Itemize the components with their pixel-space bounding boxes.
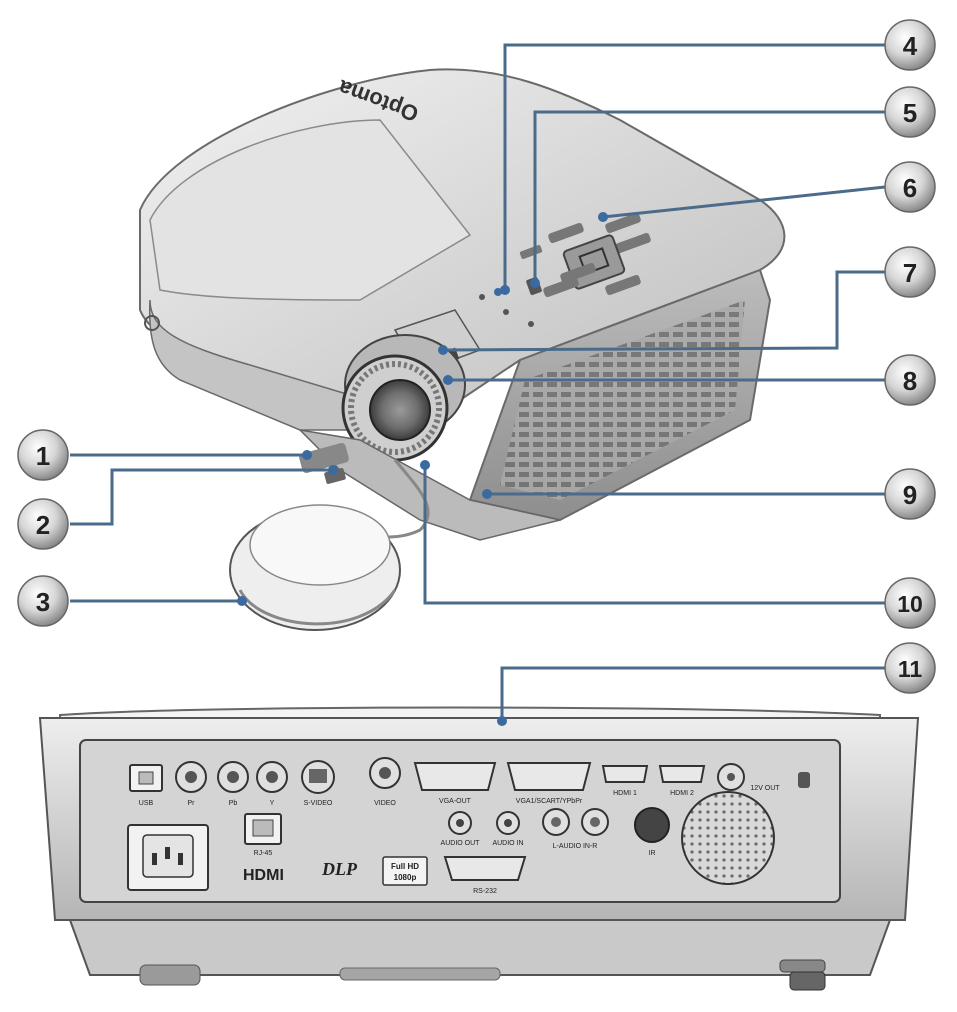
svg-text:9: 9 [903, 480, 917, 510]
pb-label: Pb [229, 800, 238, 807]
dlp-logo: DLP [321, 859, 358, 879]
usb-label: USB [139, 800, 154, 807]
projector-rear-view: USB Pr Pb Y S-VIDEO VIDEO VGA-OUT VGA1/S… [40, 708, 918, 991]
svg-text:2: 2 [36, 510, 50, 540]
ir-sensor [635, 808, 669, 842]
full-hd-line1: Full HD [391, 862, 419, 871]
callout-2: 2 [18, 499, 68, 549]
audio-out-label: AUDIO OUT [441, 840, 481, 847]
callout-3: 3 [18, 576, 68, 626]
svideo-label: S-VIDEO [304, 800, 333, 807]
svg-text:1: 1 [36, 441, 50, 471]
callout-10: 10 [885, 578, 935, 628]
callout-11: 11 [885, 643, 935, 693]
full-hd-line2: 1080p [394, 873, 417, 882]
lens-cap [230, 505, 400, 630]
callout-5: 5 [885, 87, 935, 137]
svg-text:5: 5 [903, 98, 917, 128]
rs232-label: RS-232 [473, 888, 497, 895]
rj45-label: RJ-45 [254, 850, 273, 857]
ir-label: IR [649, 850, 656, 857]
hdmi1-port [603, 766, 647, 782]
vga-in-label: VGA1/SCART/YPbPr [516, 798, 583, 805]
svg-text:11: 11 [898, 656, 923, 682]
callout-1: 1 [18, 430, 68, 480]
callout-8: 8 [885, 355, 935, 405]
kensington-lock [798, 772, 810, 788]
svg-text:10: 10 [897, 591, 923, 617]
hdmi1-label: HDMI 1 [613, 790, 637, 797]
vga-in-port [508, 763, 590, 790]
rs232-port [445, 857, 525, 880]
svg-text:7: 7 [903, 258, 917, 288]
callout-4: 4 [885, 20, 935, 70]
audio-lr-label: L-AUDIO IN-R [553, 843, 598, 850]
dc-out-label: 12V OUT [750, 785, 780, 792]
hdmi2-port [660, 766, 704, 782]
svg-text:4: 4 [903, 31, 918, 61]
hdmi2-label: HDMI 2 [670, 790, 694, 797]
callout-6: 6 [885, 162, 935, 212]
vga-out-label: VGA-OUT [439, 798, 472, 805]
vga-out-port [415, 763, 495, 790]
pr-label: Pr [188, 800, 196, 807]
callout-7: 7 [885, 247, 935, 297]
audio-in-label: AUDIO IN [492, 840, 523, 847]
hdmi-logo: HDMI [243, 867, 284, 884]
svg-text:3: 3 [36, 587, 50, 617]
speaker-grille [682, 792, 774, 884]
video-label: VIDEO [374, 800, 396, 807]
svg-text:8: 8 [903, 366, 917, 396]
rear-foot [790, 972, 825, 990]
y-label: Y [270, 800, 275, 807]
svg-text:6: 6 [903, 173, 917, 203]
callout-9: 9 [885, 469, 935, 519]
